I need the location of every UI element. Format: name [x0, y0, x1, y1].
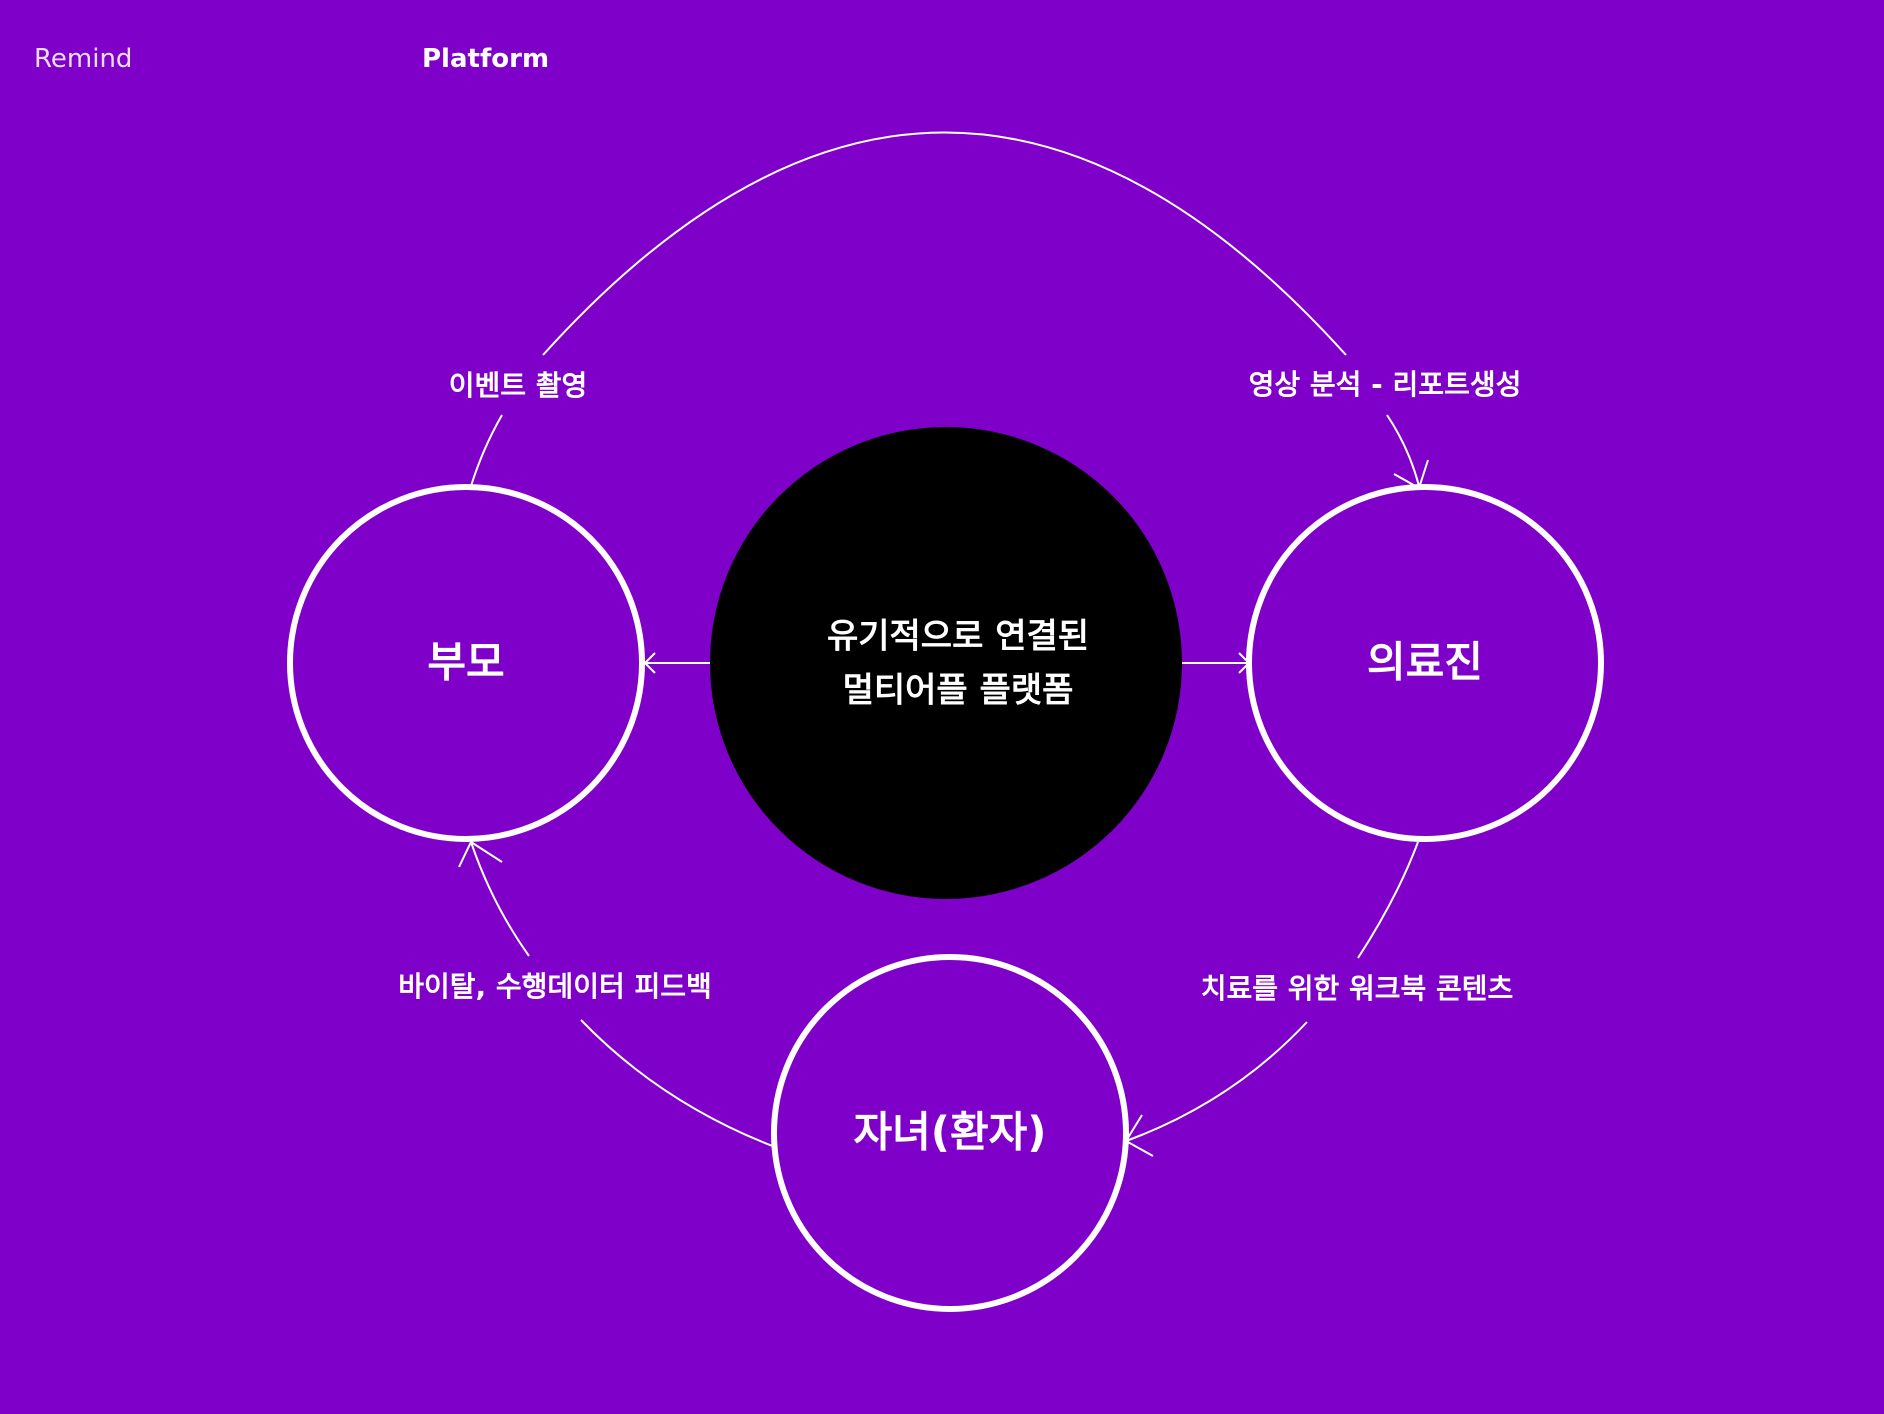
edge-parents-stub	[470, 414, 503, 487]
parents-label: 부모	[427, 638, 504, 687]
label-event-capture: 이벤트 촬영	[449, 369, 588, 402]
edge-child-to-parents-lower	[580, 1019, 776, 1148]
center-label-line1: 유기적으로 연결된	[827, 617, 1089, 657]
nav-remind[interactable]: Remind	[34, 44, 133, 74]
medical-label: 의료진	[1367, 638, 1483, 687]
label-workbook-content: 치료를 위한 워크북 콘텐츠	[1201, 972, 1514, 1005]
edge-medical-to-child-upper	[1357, 841, 1419, 959]
medical-node	[1246, 484, 1604, 842]
center-label-line2: 멀티어플 플랫폼	[843, 671, 1074, 711]
edge-medical-stub	[1386, 414, 1420, 487]
parents-node	[287, 484, 645, 842]
child-node	[771, 954, 1129, 1312]
label-vital-feedback: 바이탈, 수행데이터 피드백	[398, 970, 712, 1003]
edge-child-to-parents-upper	[470, 841, 530, 957]
child-label: 자녀(환자)	[854, 1108, 1047, 1157]
arrowhead-to-medical	[1393, 459, 1429, 490]
edge-medical-to-child-lower	[1125, 1021, 1308, 1142]
arrowhead-to-parents-bottom	[458, 840, 503, 868]
label-video-analysis: 영상 분석 - 리포트생성	[1249, 368, 1522, 401]
edge-top-arc	[542, 131, 1347, 356]
nav-platform[interactable]: Platform	[422, 44, 550, 74]
center-platform-circle	[710, 427, 1182, 899]
